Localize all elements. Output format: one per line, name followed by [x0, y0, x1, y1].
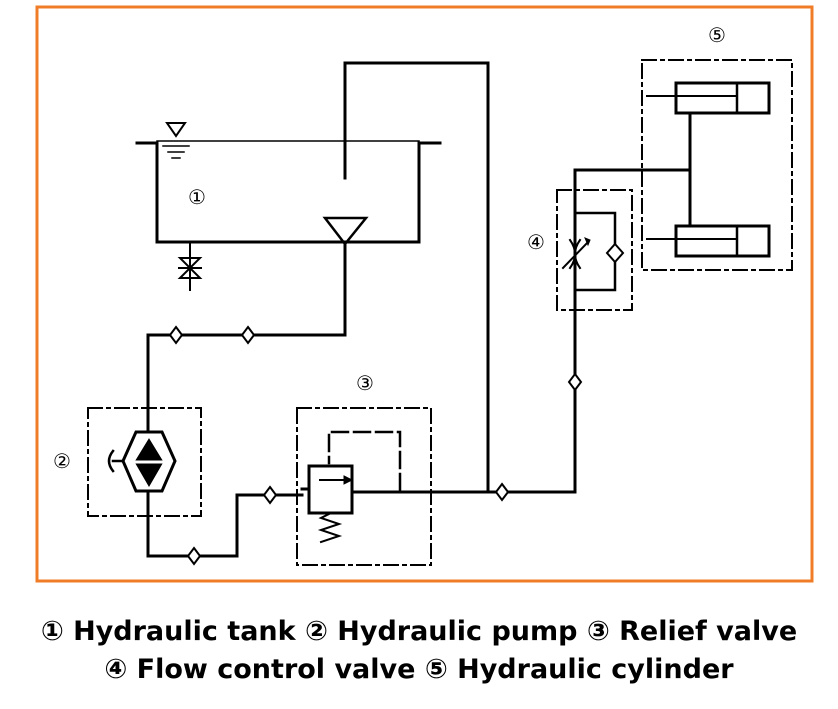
hydraulic-tank — [135, 61, 442, 291]
caption-line-2: ④ Flow control valve ⑤ Hydraulic cylinde… — [104, 654, 734, 685]
hydraulic-cylinder — [641, 59, 793, 271]
hydraulic-pump — [87, 407, 202, 558]
diagram-frame — [35, 5, 814, 583]
marker-relief-valve: ③ — [356, 371, 374, 395]
junction-pump-out — [186, 546, 202, 566]
relief-valve — [296, 407, 432, 566]
flow-control-valve — [556, 168, 692, 312]
marker-pump: ② — [53, 449, 71, 473]
marker-flow-control-valve: ④ — [527, 230, 545, 254]
marker-cylinder: ⑤ — [708, 23, 726, 47]
junction-relief-in — [262, 485, 278, 505]
marker-tank: ① — [188, 185, 206, 209]
junction-flow-line — [567, 372, 583, 392]
junction-suction-1 — [168, 325, 184, 345]
caption-line-1: ① Hydraulic tank ② Hydraulic pump ③ Reli… — [40, 616, 798, 647]
junction-suction-2 — [240, 325, 256, 345]
junction-main — [494, 482, 510, 502]
